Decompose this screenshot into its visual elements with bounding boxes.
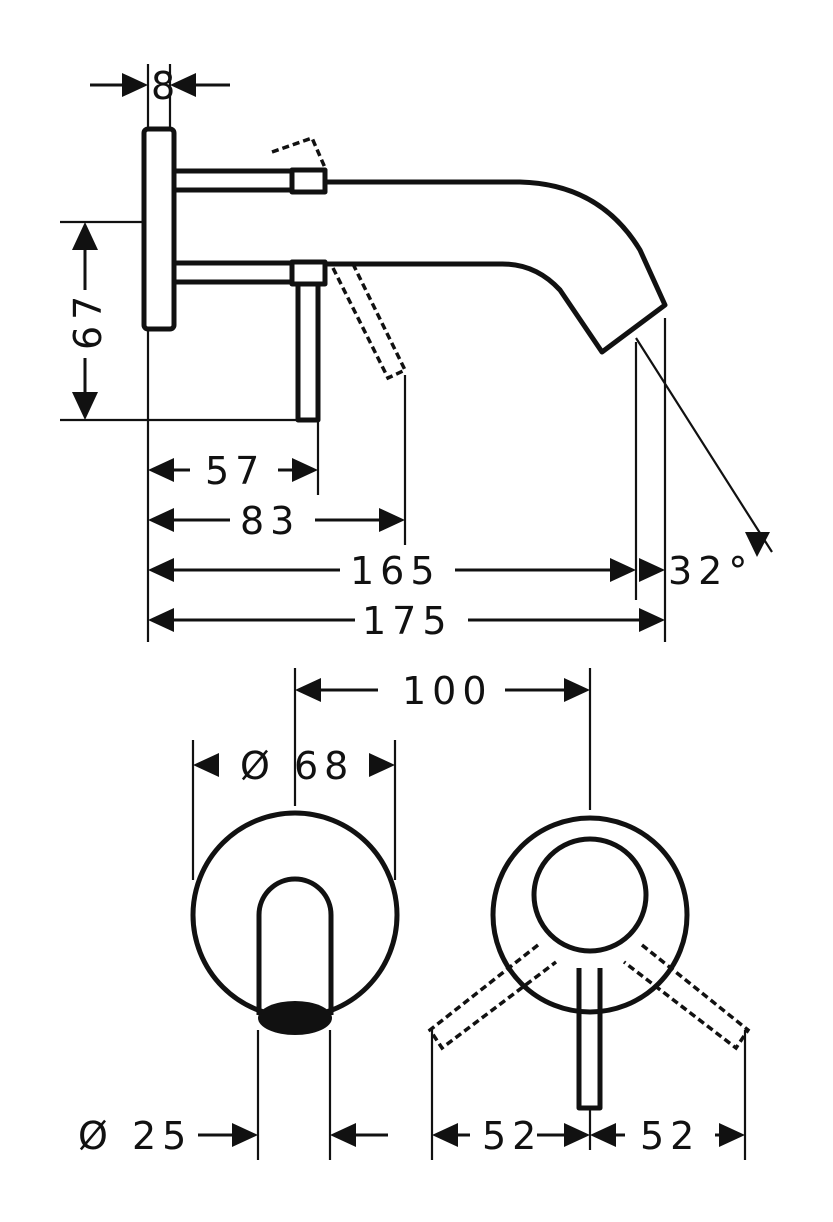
lever: [295, 281, 321, 423]
wall-plate: [141, 126, 177, 332]
svg-text:32°: 32°: [668, 549, 753, 593]
lever-alt-position: [331, 261, 408, 381]
side-view: 8 67 57 83 165: [60, 64, 773, 643]
dimension-plate-depth: 8: [90, 64, 230, 108]
spout-wall-plate: [190, 810, 400, 1020]
dimension-total-length: 175: [148, 599, 665, 643]
extension-lines: [60, 64, 773, 642]
front-view: 100 Ø 68 Ø 25 52: [78, 668, 751, 1160]
dimension-spout-angle: 32°: [668, 532, 770, 593]
lever-alt-top: [271, 135, 328, 171]
lower-pipe: [176, 260, 292, 285]
svg-text:83: 83: [240, 499, 300, 543]
dimension-lever-swing: 52 52: [432, 1114, 745, 1158]
svg-text:Ø 25: Ø 25: [78, 1114, 192, 1158]
svg-text:52: 52: [482, 1114, 542, 1158]
collar-top: [289, 167, 328, 195]
svg-text:175: 175: [362, 599, 453, 643]
upper-pipe: [176, 168, 292, 193]
dimension-spout-length: 165: [148, 549, 665, 593]
dimension-lever-offset: 57: [148, 449, 318, 493]
svg-text:100: 100: [402, 669, 493, 713]
dimension-center-distance: 100: [295, 669, 590, 713]
mixer-lever: [576, 968, 603, 1111]
lever-alt-left: [427, 943, 558, 1051]
svg-text:57: 57: [205, 449, 265, 493]
collar-bottom: [289, 259, 328, 287]
spout-outlet: [258, 1001, 332, 1035]
dimension-spout-diameter: Ø 25: [78, 1114, 388, 1158]
svg-text:Ø 68: Ø 68: [240, 744, 354, 788]
spout-front: [256, 876, 334, 1015]
spout: [325, 179, 668, 355]
svg-text:165: 165: [350, 549, 441, 593]
lever-alt-right: [622, 943, 751, 1051]
svg-text:67: 67: [66, 290, 110, 350]
svg-text:8: 8: [151, 64, 181, 108]
dimension-height: 67: [66, 222, 110, 420]
mixer-cartridge: [531, 836, 649, 954]
dimension-lever-reach: 83: [148, 499, 405, 543]
mixer-wall-plate: [490, 815, 690, 1015]
dimension-plate-diameter: Ø 68: [193, 744, 395, 788]
extension-lines: [191, 668, 747, 1160]
svg-text:52: 52: [640, 1114, 700, 1158]
